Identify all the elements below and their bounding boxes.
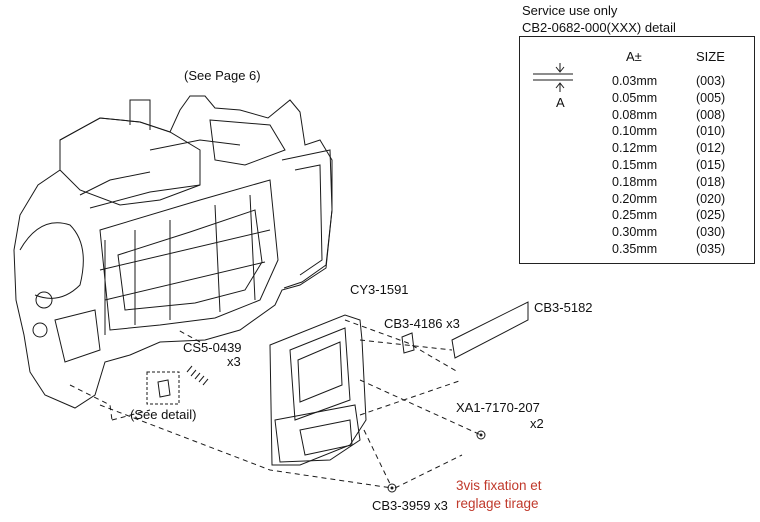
shim-strip: [451, 301, 529, 359]
label-cb3-3959: CB3-3959 x3: [372, 498, 448, 513]
chassis-inner-frame: [99, 179, 279, 331]
spec-row-size: (018): [696, 174, 726, 189]
leader-bracket: [344, 319, 459, 373]
sensor-unit: [289, 327, 351, 421]
spec-row-a: 0.05mm: [612, 90, 658, 105]
spec-row: 0.03mm (003): [612, 74, 732, 91]
spec-row: 0.20mm (020): [612, 192, 732, 209]
spec-col-size: SIZE: [696, 49, 725, 64]
spec-row: 0.15mm (015): [612, 158, 732, 175]
spec-row-a: 0.25mm: [612, 208, 658, 223]
spec-row: 0.18mm (018): [612, 175, 732, 192]
spec-row-size: (020): [696, 191, 726, 206]
spec-row-size: (035): [696, 241, 726, 256]
leader-xa1: [359, 379, 482, 436]
spec-row-a: 0.08mm: [612, 107, 658, 122]
top-detail-lines: [79, 139, 241, 209]
grip-outline: [281, 149, 333, 289]
top-plate-detail: [129, 99, 151, 130]
side-panel: [54, 309, 101, 363]
camera-chassis-outline: [13, 95, 333, 409]
label-cs5-0439: CS5-0439: [183, 340, 242, 355]
label-xa1-qty: x2: [530, 416, 544, 431]
label-xa1-7170-207: XA1-7170-207: [456, 400, 540, 415]
note-line1: 3vis fixation et: [456, 478, 542, 493]
label-cs5-qty: x3: [227, 354, 241, 369]
leader-rear: [359, 379, 463, 416]
sensor-window: [297, 341, 343, 403]
spec-dim-label: A: [556, 95, 565, 110]
label-cb3-5182: CB3-5182: [534, 300, 593, 315]
spec-col-a: A±: [626, 49, 642, 64]
label-see-detail: (See detail): [130, 407, 197, 422]
spec-row: 0.12mm (012): [612, 141, 732, 158]
spec-row-a: 0.10mm: [612, 124, 658, 139]
chassis-frame-window: [117, 209, 263, 311]
leader-spring: [177, 329, 201, 343]
spec-row-size: (025): [696, 208, 726, 223]
spec-row: 0.10mm (010): [612, 124, 732, 141]
spec-title-line2: CB2-0682-000(XXX) detail: [522, 20, 676, 35]
spec-row-a: 0.35mm: [612, 241, 658, 256]
top-plate-controls: [209, 119, 286, 166]
spec-heading: Service use only CB2-0682-000(XXX) detai…: [522, 2, 676, 36]
label-cb3-4186: CB3-4186 x3: [384, 316, 460, 331]
chassis-cross-members: [99, 229, 271, 301]
label-see-page: (See Page 6): [184, 68, 261, 83]
spec-row: 0.08mm (008): [612, 108, 732, 125]
spec-row-size: (005): [696, 90, 726, 105]
spec-row-size: (030): [696, 225, 726, 240]
grip-inner: [294, 164, 323, 276]
spring-coil: [186, 365, 209, 386]
lens-mount-rings: [19, 222, 84, 299]
screw-xa1: [476, 430, 486, 440]
shim-bracket: [401, 332, 415, 354]
leader-sensor-screw: [99, 404, 393, 489]
spec-row: 0.30mm (030): [612, 225, 732, 242]
leader-main-1: [69, 384, 151, 421]
spec-row-size: (015): [696, 157, 726, 172]
spec-row-a: 0.03mm: [612, 74, 658, 88]
spec-title-line1: Service use only: [522, 3, 618, 18]
label-cy3-1591: CY3-1591: [350, 282, 409, 297]
pentaprism-housing: [59, 117, 201, 206]
spec-row-a: 0.15mm: [612, 157, 658, 172]
spec-row: 0.05mm (005): [612, 91, 732, 108]
spec-rows: 0.03mm (003) 0.05mm (005) 0.08mm (008) 0.10mm (…: [612, 74, 732, 259]
spec-row-a: 0.20mm: [612, 191, 658, 206]
mount-screw-2: [32, 322, 48, 338]
spring-detail-box: [146, 371, 180, 405]
mount-screw-1: [35, 291, 53, 309]
spring-detail-part: [157, 379, 171, 398]
spec-row-a: 0.18mm: [612, 174, 658, 189]
spec-row-a: 0.30mm: [612, 225, 658, 240]
spec-row: 0.25mm (025): [612, 208, 732, 225]
shim-thickness-icon: [533, 63, 573, 92]
leader-cb3: [363, 429, 393, 489]
spec-row-size: (012): [696, 141, 726, 156]
sensor-base-bracket: [274, 404, 361, 463]
spec-row-a: 0.12mm: [612, 141, 658, 156]
spec-row-size: (010): [696, 124, 726, 139]
spec-row: 0.35mm (035): [612, 242, 732, 259]
leader-shim: [359, 339, 453, 351]
sensor-mount-plate: [269, 314, 367, 466]
note-line2: reglage tirage: [456, 496, 539, 511]
spec-table: A± SIZE A 0.03mm (003) 0.05mm (005) 0.08mm (0…: [519, 36, 755, 264]
leader-note: [394, 454, 463, 489]
sensor-flex-cable: [299, 419, 353, 456]
chassis-ribs: [104, 194, 256, 335]
spec-row-size: (003): [696, 74, 726, 88]
spec-row-size: (008): [696, 107, 726, 122]
